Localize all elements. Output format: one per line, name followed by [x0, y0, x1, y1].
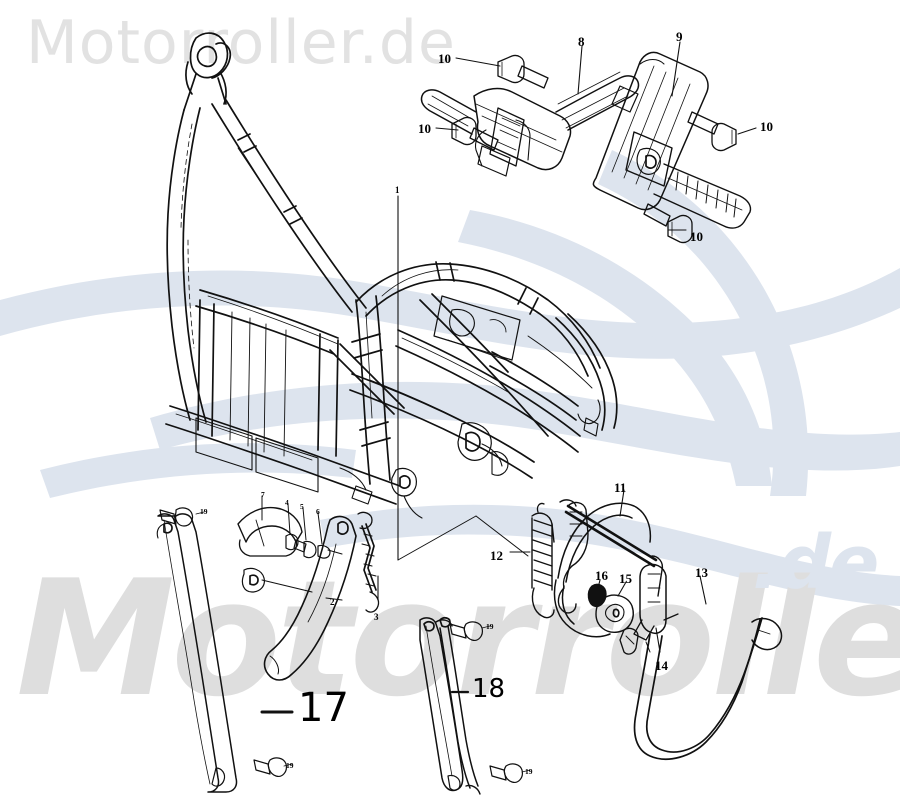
watermark-bottom-text: Motorroller — [16, 545, 900, 732]
callout-19-a: 19 — [200, 507, 208, 516]
small-hardware-group — [237, 495, 343, 559]
callout-13: 13 — [695, 565, 708, 580]
callout-8: 8 — [578, 34, 585, 49]
center-stand-spring-12 — [531, 502, 555, 619]
leader-lines — [195, 41, 757, 773]
footrest-right-assembly — [592, 51, 752, 229]
callout-2: 2 — [330, 597, 335, 607]
callout-17: 17 — [298, 685, 349, 731]
side-rail-17 — [156, 507, 287, 793]
center-stand-13 — [553, 502, 783, 760]
callout-5: 5 — [300, 502, 304, 511]
bolt-group-10 — [451, 54, 737, 244]
frame-steering-head — [183, 32, 232, 111]
callout-3: 3 — [374, 612, 379, 622]
tie-rod-18 — [435, 616, 481, 795]
callout-15: 15 — [619, 571, 632, 586]
callout-10-b: 10 — [418, 121, 431, 136]
callout-19-d: 19 — [525, 767, 533, 776]
callout-10-c: 10 — [760, 119, 773, 134]
callout-7: 7 — [261, 490, 265, 499]
side-rail-17-right — [419, 617, 464, 792]
callout-19-b: 19 — [286, 761, 294, 770]
callout-11: 11 — [614, 480, 627, 495]
watermark-de-text: .de — [752, 520, 879, 606]
callout-19-c: 19 — [486, 622, 494, 631]
callout-12: 12 — [490, 548, 503, 563]
footrest-left-assembly — [420, 71, 640, 177]
callout-10-d: 10 — [690, 229, 703, 244]
side-stand-spring — [357, 511, 380, 613]
callout-6: 6 — [316, 507, 320, 516]
callout-9: 9 — [676, 29, 683, 44]
callout-1: 1 — [395, 185, 400, 195]
side-stand-assembly — [241, 515, 357, 681]
center-stand-rod-11 — [557, 499, 664, 614]
callout-4: 4 — [285, 498, 289, 507]
callout-14: 14 — [655, 658, 668, 673]
callout-16: 16 — [595, 568, 608, 583]
pivot-parts — [587, 583, 651, 655]
callout-18: 18 — [472, 674, 506, 704]
callout-10-a: 10 — [438, 51, 451, 66]
watermark-top-text: Motorroller.de — [26, 8, 456, 78]
